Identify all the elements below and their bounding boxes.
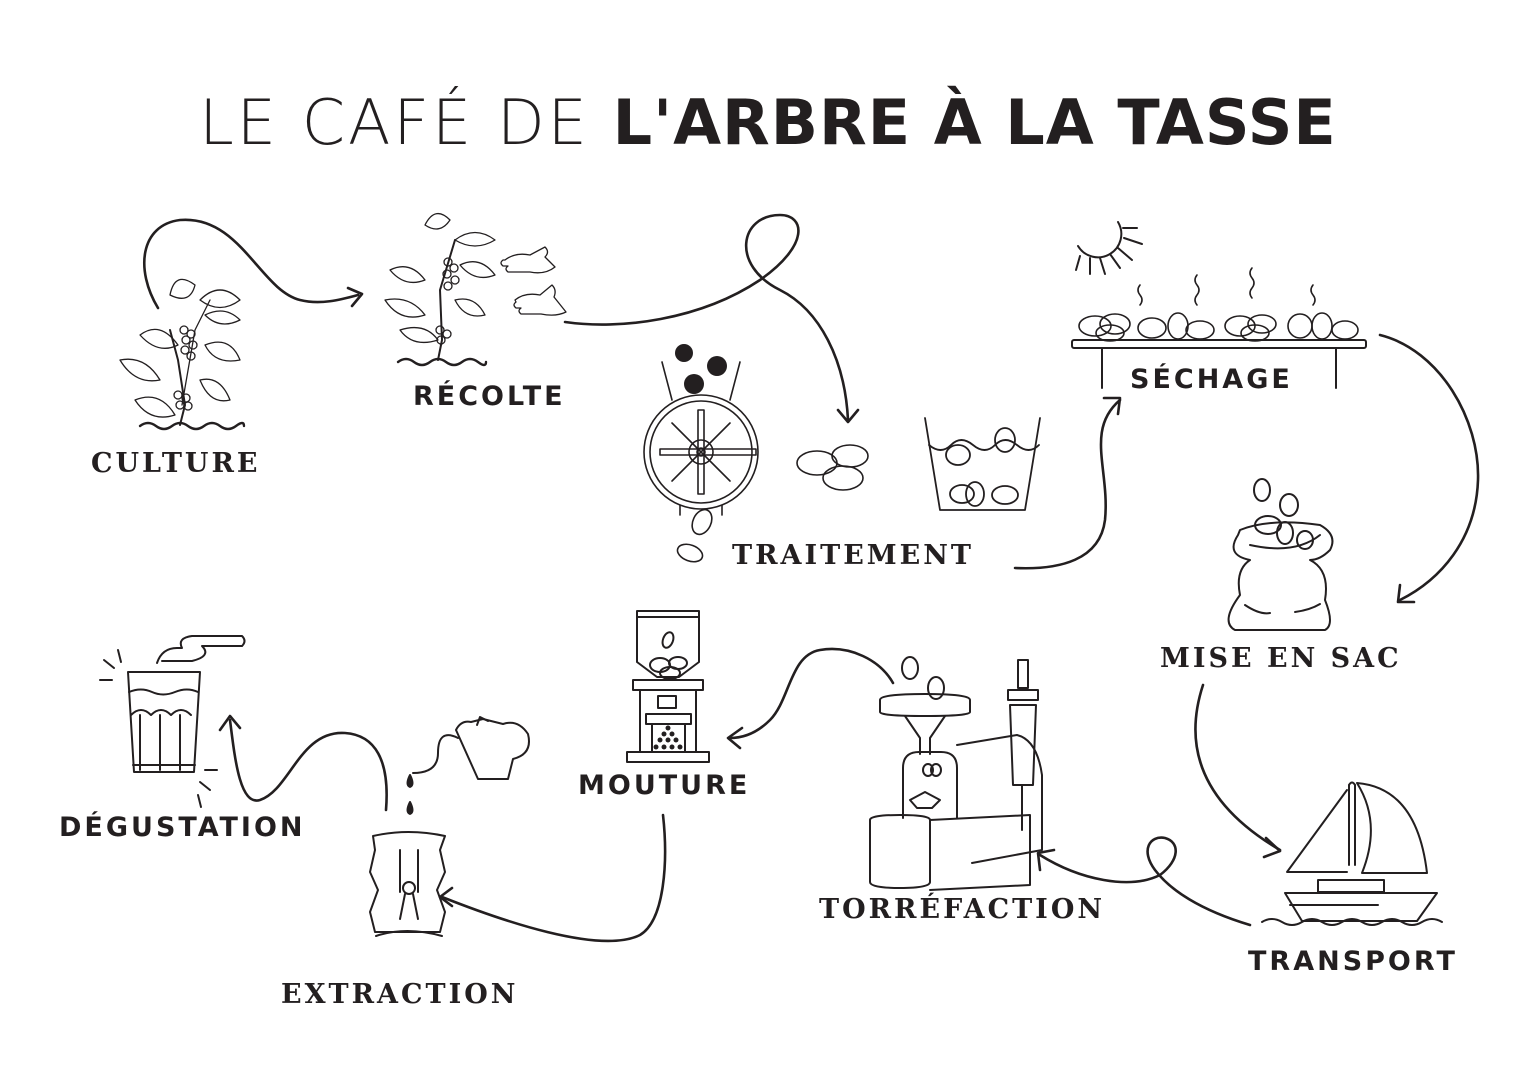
- coffee-sack-icon: [1227, 478, 1334, 631]
- chemex-kettle-icon: [369, 716, 530, 937]
- page-title: LE CAFÉ DE L'ARBRE À LA TASSE: [0, 86, 1536, 159]
- step-label-extraction: EXTRACTION: [281, 979, 519, 1010]
- sailboat-icon: [1261, 781, 1443, 926]
- step-label-transport: TRANSPORT: [1248, 946, 1458, 977]
- washing-tank-icon: [924, 417, 1041, 511]
- coffee-plant-hands-icon: [384, 213, 567, 367]
- step-label-recolte: RÉCOLTE: [413, 381, 566, 412]
- step-label-mise-en-sac: MISE EN SAC: [1160, 643, 1402, 674]
- grinder-icon: [626, 610, 710, 763]
- depulper-wheel-icon: [643, 344, 759, 563]
- step-label-culture: CULTURE: [91, 448, 261, 479]
- step-label-sechage: SÉCHAGE: [1130, 364, 1293, 395]
- coffee-beans-icon: [796, 444, 869, 491]
- step-label-torrefaction: TORRÉFACTION: [819, 894, 1106, 925]
- roaster-icon: [869, 656, 1043, 891]
- drying-table-sun-icon: [1071, 221, 1367, 389]
- flow-arrows: [143, 213, 1480, 943]
- coffee-plant-icon: [119, 278, 246, 431]
- title-bold: L'ARBRE À LA TASSE: [612, 86, 1337, 159]
- glass-cup-icon: [99, 635, 246, 808]
- step-label-degustation: DÉGUSTATION: [59, 812, 306, 843]
- title-light: LE CAFÉ DE: [199, 86, 590, 159]
- step-label-mouture: MOUTURE: [578, 770, 751, 801]
- step-label-traitement: TRAITEMENT: [732, 540, 975, 571]
